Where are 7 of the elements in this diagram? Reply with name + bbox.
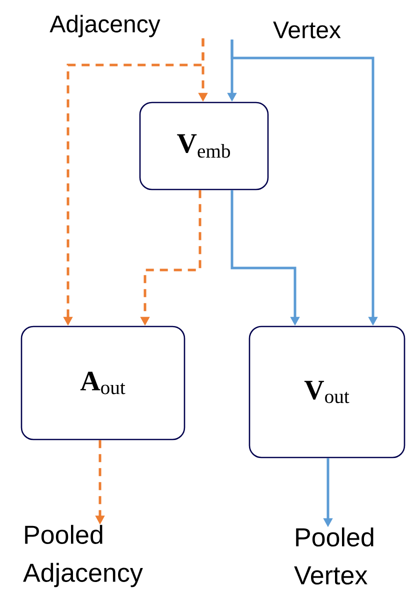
input-label: Vertex xyxy=(273,22,341,38)
process-box: A$_{out}$ xyxy=(20,326,186,440)
input-label: Adjacency xyxy=(50,14,160,38)
process-box: V$_{out}$ xyxy=(248,326,406,458)
output-label: Pooled Vertex xyxy=(294,527,374,585)
output-label: Pooled Adjacency xyxy=(23,524,143,588)
process-box: V$_{emb}$ xyxy=(139,102,269,190)
